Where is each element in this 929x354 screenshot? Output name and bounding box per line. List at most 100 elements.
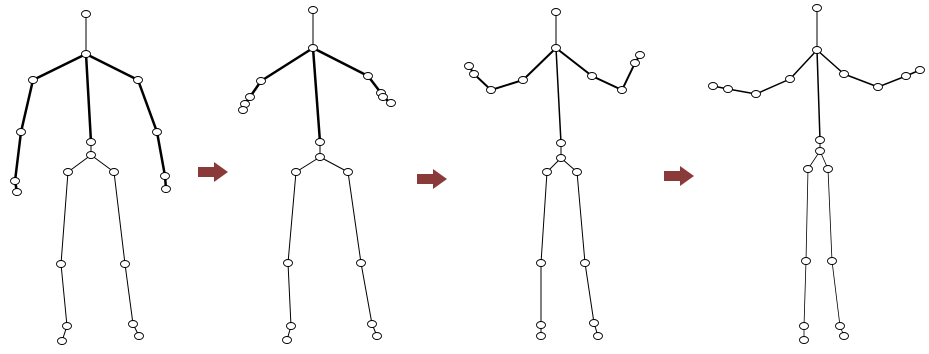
- bone-right-shin: [584, 262, 595, 324]
- bone-right-arm: [136, 78, 159, 134]
- skeleton-pose-4: [708, 4, 925, 344]
- joint-right-arm: [587, 72, 597, 80]
- joint-left-knee: [283, 259, 293, 267]
- joint-right-ankle: [835, 322, 845, 330]
- bone-left-arm: [19, 78, 35, 134]
- joint-neck: [551, 44, 561, 52]
- joint-right-foot: [134, 332, 144, 340]
- joint-right-hip: [572, 168, 582, 176]
- joint-right-arm: [160, 172, 170, 180]
- joint-right-arm: [630, 59, 640, 67]
- joint-left-ankle: [799, 322, 809, 330]
- bone-left-shin: [287, 262, 292, 327]
- skeleton-pose-1: [10, 10, 171, 345]
- bone-left-arm: [31, 52, 88, 82]
- joint-left-knee: [56, 260, 66, 268]
- bone-right-thigh: [113, 171, 126, 265]
- joint-right-knee: [827, 257, 837, 265]
- bone-left-hip: [67, 154, 92, 173]
- bone-right-arm: [311, 46, 370, 78]
- bone-spine: [84, 52, 93, 144]
- joint-right-hip: [343, 168, 353, 176]
- bone-left-thigh: [805, 168, 809, 262]
- joint-left-arm: [518, 76, 528, 84]
- joint-left-arm: [785, 75, 795, 83]
- bone-left-arm: [789, 49, 818, 80]
- joint-left-arm: [12, 188, 22, 196]
- joint-left-ankle: [286, 322, 296, 330]
- joint-neck: [81, 50, 91, 58]
- bone-right-arm: [155, 130, 167, 178]
- joint-right-knee: [120, 260, 130, 268]
- right-arrow-icon: [664, 166, 694, 186]
- bone-left-arm: [755, 78, 791, 95]
- right-arrow-icon: [417, 169, 447, 189]
- skeleton-pose-3: [464, 8, 645, 340]
- joint-head: [812, 4, 822, 12]
- bone-right-arm: [591, 75, 623, 91]
- bone-right-shin: [831, 260, 841, 327]
- bone-left-arm: [490, 79, 524, 91]
- joint-neck: [812, 46, 822, 54]
- joint-left-knee: [536, 259, 546, 267]
- joint-spine: [86, 138, 96, 146]
- bone-left-arm: [13, 130, 23, 183]
- bone-right-arm: [84, 52, 140, 82]
- joint-left-arm: [469, 70, 479, 78]
- joint-hip-center: [815, 147, 825, 155]
- joint-head: [551, 8, 561, 16]
- joint-right-arm: [363, 72, 373, 80]
- joint-spine: [556, 139, 566, 147]
- bone-right-thigh: [827, 168, 833, 262]
- joint-hip-center: [86, 151, 96, 159]
- joint-right-arm: [152, 128, 162, 136]
- joint-left-arm: [238, 106, 248, 114]
- joint-right-ankle: [367, 320, 377, 328]
- joint-left-foot: [799, 336, 809, 344]
- joint-neck: [308, 44, 318, 52]
- joint-left-arm: [486, 86, 496, 94]
- joint-right-arm: [386, 99, 396, 107]
- bone-right-arm: [621, 62, 636, 91]
- bone-left-hip: [295, 156, 321, 173]
- joint-hip-center: [315, 153, 325, 161]
- joint-right-foot: [593, 332, 603, 340]
- joint-left-foot: [536, 332, 546, 340]
- joint-spine: [315, 138, 325, 146]
- joint-right-arm: [635, 51, 645, 59]
- bone-spine: [816, 49, 821, 141]
- joint-left-foot: [57, 337, 67, 345]
- joint-left-arm: [708, 82, 718, 90]
- right-arrow-icon: [198, 162, 228, 182]
- joint-left-arm: [245, 93, 255, 101]
- bone-right-thigh: [347, 171, 362, 264]
- joint-left-arm: [10, 177, 20, 185]
- joint-right-arm: [161, 185, 171, 193]
- joint-left-foot: [282, 336, 292, 344]
- bone-left-arm: [522, 47, 557, 81]
- joint-head: [308, 6, 318, 14]
- joint-left-hip: [291, 168, 301, 176]
- joint-left-hip: [542, 168, 552, 176]
- joint-left-arm: [28, 76, 38, 84]
- joint-right-knee: [580, 259, 590, 267]
- joint-right-arm: [915, 66, 925, 74]
- bone-right-hip: [90, 154, 115, 173]
- bone-left-shin: [60, 263, 68, 327]
- joint-right-hip: [109, 168, 119, 176]
- bone-left-thigh: [540, 171, 548, 264]
- bone-left-arm: [259, 46, 315, 83]
- panels-layer: [10, 4, 925, 345]
- bone-right-thigh: [576, 171, 586, 264]
- joint-left-hip: [803, 165, 813, 173]
- joint-spine: [815, 136, 825, 144]
- bone-right-arm: [843, 73, 879, 88]
- joint-right-arm: [873, 83, 883, 91]
- bone-left-shin: [803, 260, 807, 327]
- bone-right-arm: [816, 49, 845, 75]
- bone-right-arm: [555, 47, 593, 77]
- bone-right-shin: [360, 262, 373, 325]
- joint-left-knee: [801, 257, 811, 265]
